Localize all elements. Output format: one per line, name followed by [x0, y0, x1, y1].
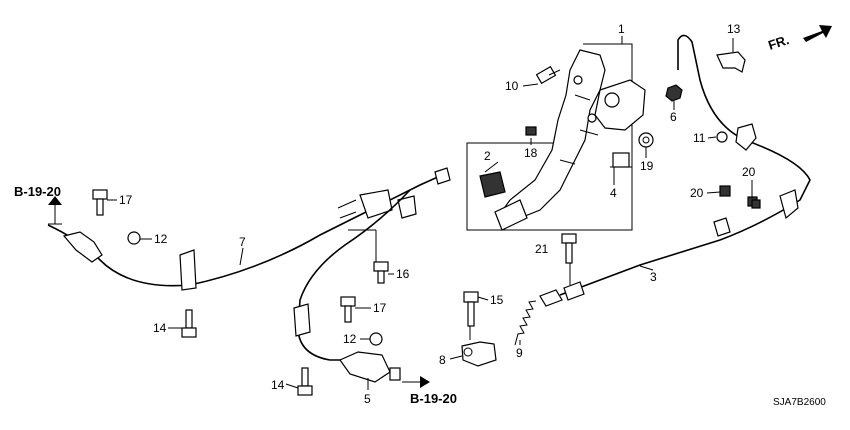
cross-reference-label-left: B-19-20 [14, 184, 61, 199]
cable-end-left [62, 231, 103, 263]
callout-20: 20 [742, 165, 756, 179]
clip-18-part [525, 126, 537, 136]
nut-11-part [716, 131, 728, 143]
bolt-20-part [719, 185, 731, 197]
callout-10: 10 [505, 79, 519, 93]
callout-3: 3 [650, 270, 657, 284]
cross-reference-arrow-right [402, 376, 430, 388]
callout-20-b: 20 [690, 186, 704, 200]
callout-12: 12 [154, 232, 168, 246]
callout-6: 6 [670, 110, 677, 124]
bracket-8-part [461, 341, 497, 367]
front-direction-indicator: FR. [766, 25, 832, 53]
cable-end-right [339, 351, 391, 383]
cross-reference-label-right: B-19-20 [410, 391, 457, 406]
bolt-21-part [561, 233, 577, 264]
bolt-17-part [92, 189, 108, 216]
callout-4: 4 [610, 186, 617, 200]
callout-2: 2 [484, 149, 491, 163]
callout-1: 1 [618, 22, 625, 36]
bolt-14-part [181, 309, 197, 338]
front-direction-label: FR. [766, 32, 791, 53]
callout-21: 21 [535, 242, 549, 256]
bolt-16-part [373, 261, 389, 284]
callout-15: 15 [490, 293, 504, 307]
callout-11: 11 [693, 131, 706, 145]
callout-7: 7 [239, 235, 246, 249]
callout-5: 5 [364, 392, 371, 406]
callout-19: 19 [640, 159, 654, 173]
front-arrow-icon [803, 25, 832, 42]
bolt-15-part [463, 291, 479, 327]
callout-13: 13 [727, 22, 741, 36]
cable-5-part [297, 189, 411, 361]
callout-17-b: 17 [373, 301, 387, 315]
bolt-14-part-b [297, 367, 313, 396]
callout-17: 17 [119, 193, 133, 207]
bolt-10-part [535, 65, 561, 85]
callout-16: 16 [396, 267, 410, 281]
nut-12-part [127, 231, 141, 245]
callout-12-b: 12 [343, 332, 357, 346]
nut-19-part [638, 132, 654, 148]
callout-18: 18 [524, 146, 538, 160]
switch-4-part [610, 152, 632, 168]
equalizer-bracket [735, 123, 757, 151]
diagram-code: SJA7B2600 [773, 397, 826, 408]
cross-reference-arrow-left [48, 196, 62, 225]
nut-12-part-b [369, 332, 383, 346]
callout-14: 14 [153, 321, 167, 335]
bolt-17-part-b [340, 296, 356, 323]
callout-8: 8 [439, 353, 446, 367]
callout-labels: 1 2 3 4 5 6 7 8 9 10 11 12 12 13 14 14 1… [119, 22, 756, 406]
spring-9-part [514, 300, 537, 346]
clip-13-part [716, 51, 746, 73]
nut-6-part [665, 84, 683, 102]
callout-14-b: 14 [271, 378, 285, 392]
leader-lines [107, 38, 753, 390]
pedal-pad-part [479, 171, 506, 198]
callout-9: 9 [516, 346, 523, 360]
pedal-assembly-box [466, 36, 646, 231]
